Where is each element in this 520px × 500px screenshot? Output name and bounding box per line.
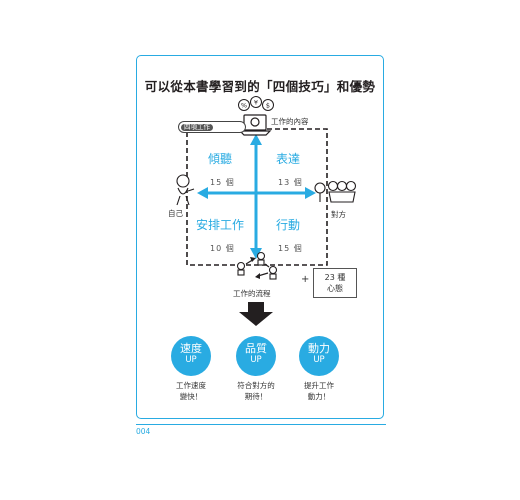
plus-sign: + — [301, 274, 310, 285]
percent-icon: % — [241, 102, 247, 110]
self-label: 自己 — [168, 209, 183, 218]
quadrant-express-count: 13 個 — [278, 178, 303, 187]
quadrant-arrange-count: 10 個 — [210, 244, 235, 253]
workflow-label: 工作的流程 — [233, 289, 271, 298]
other-party-label: 對方 — [331, 210, 346, 219]
benefit-motivation-caption-line2: 動力！ — [307, 392, 331, 401]
quadrant-listen-title: 傾聽 — [208, 152, 233, 166]
cross-arrows — [197, 134, 316, 259]
benefit-quality-caption-line1: 符合對方的 — [237, 381, 275, 390]
workflow-arrows — [245, 257, 270, 279]
down-arrow — [239, 302, 273, 326]
quadrant-express-title: 表達 — [276, 152, 301, 166]
page-title: 可以從本書學習到的「四個技巧」和優勢 — [144, 79, 376, 94]
badge-label: 四項工作 — [181, 123, 213, 131]
dollar-icon: $ — [266, 102, 270, 110]
benefit-motivation-up: UP — [313, 355, 325, 365]
four-tasks-badge: 四項工作 — [178, 121, 246, 133]
benefit-motivation-caption: 提升工作 動力！ — [284, 380, 354, 402]
page-number: 004 — [136, 427, 151, 436]
benefit-speed-circle: 速度 UP — [171, 336, 211, 376]
benefit-quality-caption: 符合對方的 期待！ — [221, 380, 291, 402]
quadrant-action-count: 15 個 — [278, 244, 303, 253]
benefit-speed-caption-line2: 變快！ — [179, 392, 203, 401]
dashed-frame — [186, 128, 328, 266]
benefit-motivation-circle: 動力 UP — [299, 336, 339, 376]
benefit-quality-circle: 品質 UP — [236, 336, 276, 376]
work-content-label: 工作的內容 — [271, 117, 309, 126]
benefit-speed-title: 速度 — [180, 342, 202, 355]
benefit-speed-caption: 工作速度 變快！ — [156, 380, 226, 402]
quadrant-listen-count: 15 個 — [210, 178, 235, 187]
mindset-label: 心態 — [327, 284, 343, 293]
benefit-motivation-caption-line1: 提升工作 — [304, 381, 334, 390]
mindset-box: 23 種 心態 — [313, 268, 357, 298]
money-icons — [238, 96, 274, 111]
quadrant-arrange-title: 安排工作 — [196, 218, 245, 232]
benefit-speed-caption-line1: 工作速度 — [176, 381, 206, 390]
benefit-quality-title: 品質 — [245, 342, 267, 355]
benefit-motivation-title: 動力 — [308, 342, 330, 355]
benefit-quality-caption-line2: 期待！ — [244, 392, 268, 401]
mindset-count: 23 種 — [324, 273, 346, 282]
benefit-speed-up: UP — [185, 355, 197, 365]
yen-icon: ¥ — [254, 99, 258, 107]
workflow-figures-icon — [236, 251, 278, 280]
laptop-icon — [238, 114, 272, 136]
benefit-quality-up: UP — [250, 355, 262, 365]
other-party-figures-icon — [314, 180, 357, 203]
quadrant-action-title: 行動 — [276, 218, 301, 232]
self-figure-icon — [176, 174, 195, 206]
footer-rule — [136, 424, 386, 425]
